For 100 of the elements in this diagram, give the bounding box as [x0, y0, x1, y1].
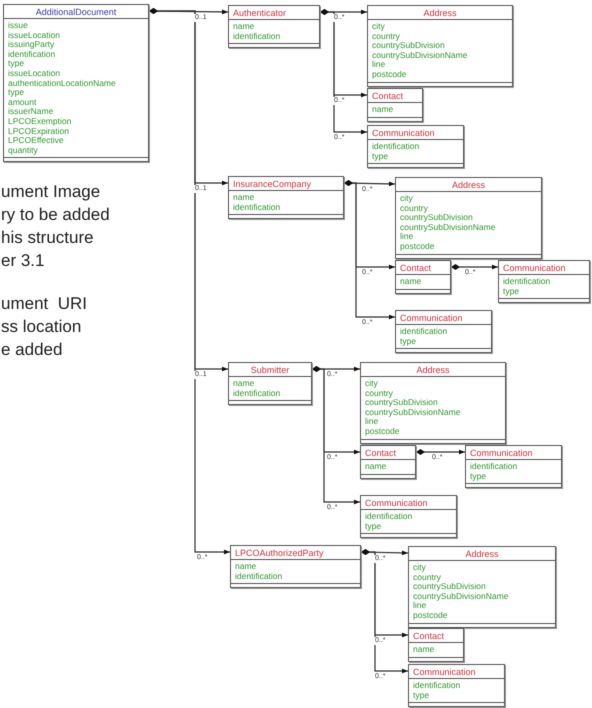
- class-name: InsuranceCompany: [233, 178, 312, 188]
- attribute-name: countrySubDivisionName: [400, 222, 496, 232]
- attribute-name: issueLocation: [8, 68, 60, 79]
- class-box: [360, 445, 416, 479]
- attribute-name: name: [235, 562, 256, 572]
- attribute-name: countrySubDivisionName: [413, 592, 508, 602]
- class-box: [408, 664, 505, 708]
- connector-arrow: [344, 180, 395, 320]
- attribute-name: type: [470, 472, 486, 482]
- class-name: Communication: [372, 128, 435, 138]
- attribute-name: identification: [365, 512, 412, 522]
- class-name: Authenticator: [233, 8, 286, 18]
- attribute-name: type: [8, 59, 24, 69]
- attribute-name: name: [372, 105, 394, 115]
- attribute-name: country: [413, 572, 441, 582]
- attribute-name: city: [413, 563, 426, 573]
- attribute-name: postcode: [365, 426, 400, 437]
- class-name: Contact: [365, 448, 396, 458]
- attribute-name: identification: [233, 32, 280, 42]
- attribute-name: LPCOEffective: [8, 136, 64, 146]
- note-text: ry to be added: [1, 204, 110, 226]
- attribute-name: city: [400, 194, 413, 204]
- class-box: [367, 125, 464, 168]
- attribute-name: countrySubDivision: [400, 213, 473, 223]
- class-box: [228, 5, 320, 48]
- class-box: [395, 177, 542, 259]
- class-name: Communication: [413, 666, 476, 676]
- attribute-name: type: [413, 690, 430, 700]
- class-box: [498, 260, 590, 304]
- attribute-name: country: [365, 388, 393, 398]
- attribute-name: postcode: [372, 70, 406, 80]
- class-box: [228, 362, 312, 406]
- attribute-name: issue: [8, 21, 28, 31]
- attribute-name: countrySubDivisionName: [365, 408, 460, 418]
- attribute-name: issuerName: [8, 107, 54, 117]
- class-name: Address: [423, 8, 457, 18]
- attribute-name: postcode: [400, 242, 434, 252]
- class-box: [228, 176, 344, 220]
- attribute-name: issuingParty: [8, 40, 54, 50]
- connector-arrow: [320, 9, 367, 134]
- attribute-name: city: [372, 22, 385, 32]
- connector-arrow: [149, 8, 230, 554]
- class-box: [408, 628, 464, 662]
- attribute-name: name: [400, 277, 422, 287]
- class-box: [3, 4, 149, 162]
- attribute-name: identification: [233, 202, 280, 212]
- attribute-name: name: [365, 462, 386, 472]
- class-name: Communication: [400, 312, 463, 322]
- class-box: [360, 495, 457, 538]
- connector-arrow: [416, 449, 465, 455]
- attribute-name: countrySubDivision: [413, 582, 486, 592]
- attribute-name: name: [233, 22, 254, 32]
- attribute-name: amount: [8, 98, 36, 108]
- class-box: [408, 546, 556, 628]
- note-text: his structure: [1, 227, 94, 249]
- attribute-name: name: [413, 645, 434, 655]
- note-text: er 3.1: [1, 250, 44, 272]
- class-name: AdditionalDocument: [36, 6, 116, 16]
- attribute-name: type: [365, 522, 382, 532]
- attribute-name: identification: [413, 681, 460, 691]
- class-name: Contact: [413, 630, 444, 640]
- attribute-name: countrySubDivision: [365, 398, 438, 408]
- attribute-name: line: [365, 417, 378, 427]
- class-name: Address: [465, 548, 499, 558]
- note-text: e added: [1, 339, 62, 361]
- attribute-name: postcode: [413, 610, 448, 621]
- connector-arrow: [451, 264, 498, 270]
- class-name: Contact: [400, 262, 432, 272]
- class-box: [367, 88, 423, 122]
- attribute-name: countrySubDivisionName: [372, 50, 468, 60]
- attribute-name: identification: [470, 462, 518, 472]
- attribute-name: type: [8, 88, 24, 98]
- class-box: [230, 545, 361, 588]
- attribute-name: LPCOExpiration: [8, 126, 69, 136]
- attribute-name: line: [400, 232, 414, 242]
- class-name: Address: [416, 364, 450, 374]
- note-text: ss location: [1, 316, 82, 338]
- class-box: [395, 310, 492, 354]
- class-box: [360, 362, 506, 444]
- attribute-name: countrySubDivision: [372, 41, 445, 51]
- attribute-name: country: [400, 204, 428, 213]
- attribute-name: quantity: [8, 146, 38, 156]
- attribute-name: identification: [503, 277, 550, 287]
- attribute-name: type: [372, 152, 388, 162]
- attribute-name: identification: [233, 388, 280, 398]
- attribute-name: authenticationLocationName: [8, 78, 116, 88]
- note-text: ument URI: [1, 293, 87, 315]
- attribute-name: line: [372, 60, 386, 70]
- connector-arrow: [312, 366, 360, 504]
- attribute-name: name: [233, 193, 254, 203]
- attribute-name: type: [503, 286, 520, 296]
- class-name: Communication: [470, 448, 533, 458]
- class-name: Address: [452, 180, 486, 190]
- class-box: [465, 445, 562, 488]
- attribute-name: LPCOExemption: [8, 116, 72, 127]
- attribute-name: city: [365, 379, 378, 389]
- class-name: Communication: [365, 498, 428, 508]
- note-text: ument Image: [1, 181, 100, 203]
- attribute-name: type: [400, 336, 416, 346]
- attribute-name: identification: [235, 572, 282, 582]
